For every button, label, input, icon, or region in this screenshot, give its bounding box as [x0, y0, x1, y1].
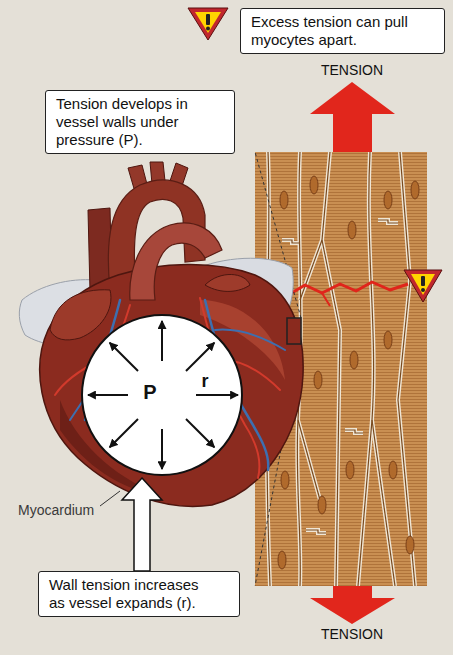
nucleus — [278, 551, 286, 569]
nucleus — [314, 371, 322, 389]
warning-triangle — [404, 270, 442, 302]
nucleus — [406, 536, 414, 554]
nucleus — [281, 471, 289, 489]
pointer-arrow — [122, 478, 162, 571]
callout-text: Tension develops in vessel walls under p… — [56, 95, 222, 149]
pressure-symbol: P — [143, 381, 156, 403]
nucleus — [310, 176, 318, 194]
warning-icon — [404, 270, 442, 302]
nucleus — [318, 496, 326, 514]
nucleus — [384, 331, 392, 349]
pressure-arrow — [161, 429, 163, 469]
warning-mark — [206, 14, 210, 25]
callout-box: Wall tension increases as vessel expands… — [38, 571, 240, 617]
warning-mark — [421, 276, 425, 286]
nucleus — [348, 221, 356, 239]
tension-label: TENSION — [321, 627, 383, 642]
vessel-lumen — [82, 315, 242, 475]
atrial-appendage — [50, 290, 111, 340]
part-label: Myocardium — [18, 503, 94, 518]
radius-symbol: r — [201, 372, 208, 392]
atrial-appendage — [205, 274, 250, 291]
warning-mark — [206, 27, 210, 31]
tension-label: TENSION — [321, 63, 383, 78]
radius-arrow — [196, 394, 238, 396]
warning-triangle — [411, 274, 435, 295]
nucleus — [350, 351, 358, 369]
nucleus — [411, 181, 419, 199]
warning-triangle — [195, 12, 221, 33]
pressure-arrow — [161, 321, 163, 361]
pressure-arrow — [186, 419, 214, 447]
callout-text: Excess tension can pull myocytes apart. — [251, 13, 409, 49]
nucleus — [384, 191, 392, 209]
callout-box: Excess tension can pull myocytes apart. — [240, 8, 445, 54]
nucleus — [346, 461, 354, 479]
coronary-vessels — [55, 298, 285, 478]
warning-triangle — [188, 8, 228, 40]
pressure-arrows — [88, 321, 238, 469]
heart-body — [40, 264, 303, 506]
callout-text: Wall tension increases as vessel expands… — [49, 576, 213, 612]
leader-line — [100, 491, 120, 506]
zoom-marker — [287, 318, 301, 344]
pressure-arrow — [186, 343, 214, 371]
nucleus — [280, 191, 288, 209]
callout-box: Tension develops in vessel walls under p… — [45, 90, 235, 154]
tension-arrow — [310, 82, 395, 156]
pulmonary-trunk — [130, 223, 222, 300]
heart — [19, 162, 303, 506]
nucleus — [389, 461, 397, 479]
warning-icon — [188, 8, 228, 40]
tear-line — [322, 293, 330, 306]
pressure-arrow — [110, 419, 138, 447]
tension-arrow — [310, 582, 395, 624]
pressure-arrow — [110, 343, 138, 371]
warning-mark — [421, 288, 425, 292]
pressure-arrow — [88, 394, 128, 396]
